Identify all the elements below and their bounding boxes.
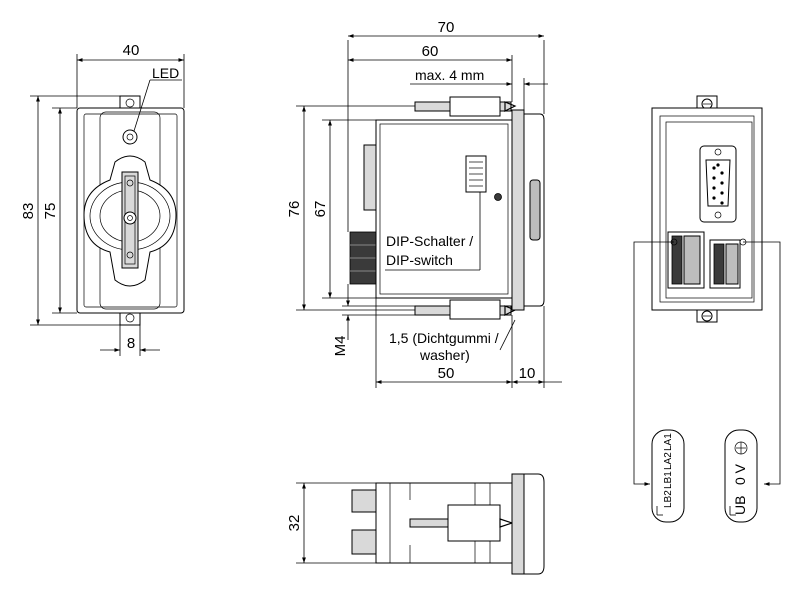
gasket-label-line2: washer) (419, 347, 470, 363)
dim-bottom-height: 32 (286, 515, 303, 532)
front-view: 40 83 75 8 LED (20, 42, 185, 356)
terminal-0v: 0 V (732, 463, 748, 485)
max-thickness-label: max. 4 mm (415, 67, 484, 83)
dip-label-line1: DIP-Schalter / (386, 233, 473, 249)
screw-icon (123, 211, 137, 225)
connector-plug-right (724, 429, 758, 523)
dim-side-height-inner: 67 (312, 201, 329, 218)
dim-front-depth: 10 (519, 365, 536, 382)
bezel-bottom (523, 473, 545, 575)
terminal-lb2: LB2 (663, 490, 674, 508)
housing-body (375, 119, 513, 299)
dim-front-width: 40 (123, 42, 140, 59)
dim-side-depth-total: 70 (438, 19, 455, 36)
dim-tab-width: 8 (127, 335, 135, 352)
dim-rear-depth: 50 (438, 365, 455, 382)
dim-front-height-outer: 83 (20, 203, 37, 220)
side-view: DIP-Schalter / DIP-switch 70 60 max. 4 m… (286, 19, 562, 388)
connector-bottom-top (351, 489, 377, 513)
thread-size-label: M4 (332, 336, 349, 357)
led-icon (122, 129, 138, 145)
connector-bottom-bottom (351, 529, 377, 555)
terminal-lb1: LB1 (663, 471, 674, 489)
bottom-view: 32 (286, 473, 545, 575)
dip-label-line2: DIP-switch (386, 252, 453, 268)
panel-flange (511, 109, 525, 311)
rear-view: LB2 LB1 LA2 LA1 UB 0 V (633, 95, 781, 523)
dim-side-depth-body: 60 (422, 43, 439, 60)
terminal-ub: UB (732, 496, 748, 515)
led-label: LED (152, 65, 179, 81)
terminal-la2: LA2 (663, 452, 674, 470)
dim-side-height-outer: 76 (286, 201, 303, 218)
flange-bottom (511, 473, 525, 575)
sub-d-connector (363, 144, 377, 211)
terminal-la1: LA1 (663, 433, 674, 451)
ground-icon (734, 441, 748, 455)
gasket-label-line1: 1,5 (Dichtgummi / (389, 330, 499, 346)
dim-front-height-inner: 75 (42, 203, 59, 220)
connector-plug-left (651, 429, 685, 523)
